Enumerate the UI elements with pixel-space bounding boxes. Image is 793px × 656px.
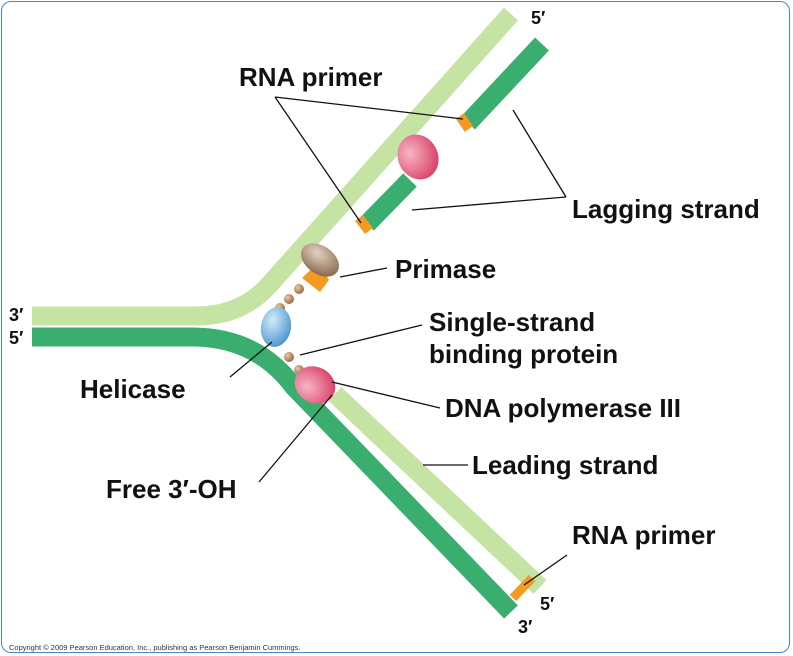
copyright-notice: Copyright © 2009 Pearson Education, Inc.… xyxy=(9,643,301,652)
leader-rna-primer-b xyxy=(274,96,362,224)
label-leading-strand: Leading strand xyxy=(472,450,659,480)
leader-primase xyxy=(339,267,388,278)
label-rna-primer-bottom: RNA primer xyxy=(572,520,716,550)
leader-lagging-b xyxy=(411,196,567,211)
label-ssb-line1: Single-strand xyxy=(429,307,596,337)
helicase-enzyme xyxy=(260,307,292,347)
leader-lines xyxy=(229,96,568,586)
end-left-lower: 5′ xyxy=(9,328,24,348)
leader-helicase xyxy=(229,341,273,378)
ssb-bead xyxy=(284,352,294,362)
primase-enzyme xyxy=(301,243,339,277)
ssb-bead xyxy=(294,284,304,294)
dna-polymerase-lagging xyxy=(397,134,439,180)
label-free-3oh: Free 3′-OH xyxy=(106,474,237,504)
leader-ssb xyxy=(299,324,423,356)
rna-primer-lower xyxy=(355,214,373,235)
label-primase: Primase xyxy=(395,254,497,284)
leading-strand xyxy=(328,387,547,594)
rna-primer-upper xyxy=(455,113,474,132)
leader-polymerase xyxy=(331,381,441,409)
label-helicase: Helicase xyxy=(80,374,186,404)
leader-free-3oh xyxy=(258,394,333,483)
parental-top-strand xyxy=(32,7,519,326)
okazaki-fragment-lower xyxy=(360,173,417,231)
end-bottom-inner: 5′ xyxy=(540,594,555,614)
parental-bottom-strand xyxy=(32,327,518,619)
label-lagging-strand: Lagging strand xyxy=(572,194,760,224)
leader-rna-primer-a xyxy=(274,96,464,120)
ssb-bead xyxy=(284,294,294,304)
label-rna-primer-top: RNA primer xyxy=(239,62,383,92)
dna-polymerase-leading xyxy=(294,366,336,404)
label-dna-polymerase-iii: DNA polymerase III xyxy=(445,393,682,423)
leader-lagging-a xyxy=(512,109,567,198)
label-ssb-line2: binding protein xyxy=(429,339,619,369)
end-left-upper: 3′ xyxy=(9,305,24,325)
end-top-right: 5′ xyxy=(531,8,546,28)
okazaki-fragment-upper xyxy=(461,37,549,130)
end-bottom-outer: 3′ xyxy=(518,617,533,637)
leader-rna-primer-bottom xyxy=(523,554,568,586)
